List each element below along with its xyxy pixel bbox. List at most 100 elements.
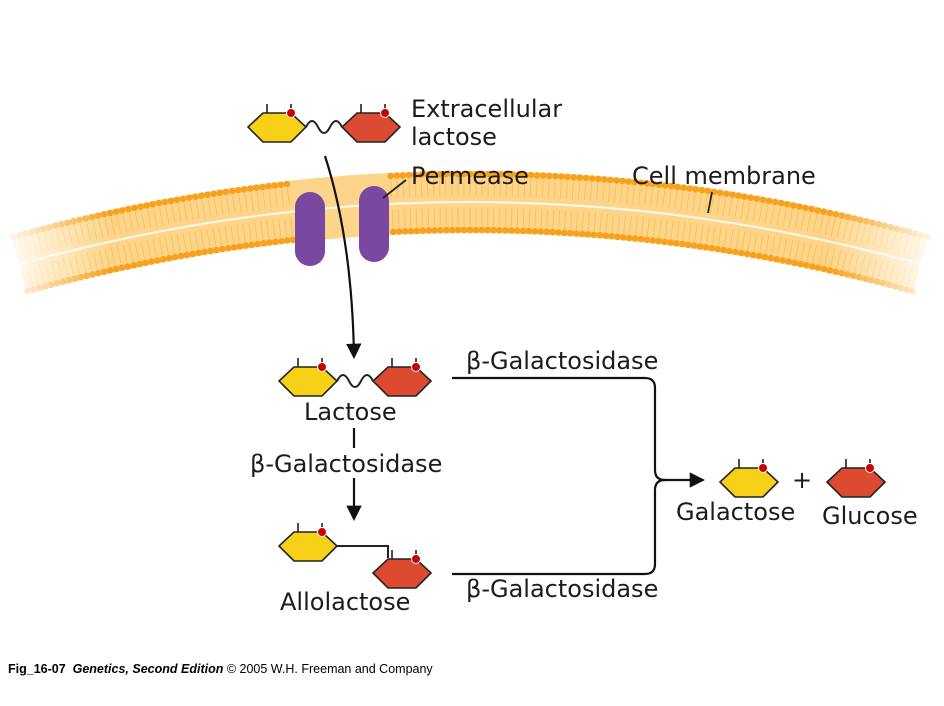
lipid-head [167,197,175,205]
lipid-tail [420,178,423,198]
lipid-tail [266,220,270,239]
lipid-tail [230,225,234,244]
lipid-tail [415,208,418,227]
lipid-tail [656,188,660,208]
lipid-tail [516,208,519,227]
lipid-head [578,230,586,238]
lipid-head [460,170,468,178]
lipid-head [248,241,256,249]
lipid-tail [200,229,205,248]
lipid-head [222,188,230,196]
lipid-head [720,246,727,254]
galactose-product-icon [718,459,780,498]
lipid-tail [662,189,666,208]
lipid-tail [759,233,764,252]
lipid-head [424,171,431,178]
lipid-tail [587,211,591,231]
lipid-tail [177,203,182,222]
lipid-head [643,236,651,244]
lipid-head [631,235,639,242]
lipid-tail [552,209,555,228]
lipid-tail [658,218,662,237]
plus-sign: + [792,466,812,494]
lipid-head [502,227,509,234]
lipid-head [588,175,596,182]
lipid-tail [171,204,176,224]
lipid-tail [783,238,788,257]
lipid-tail [581,211,585,230]
lipid-head [405,171,413,179]
lipid-head [472,170,480,178]
lipid-tail [734,199,739,218]
lipid-tail [593,212,597,231]
lipid-tail [623,214,626,234]
lipid-tail [782,208,787,227]
lipid-head [253,184,260,191]
allolactose-label: Allolactose [280,588,410,616]
lipid-head [735,192,742,199]
lipid-tail [528,208,531,227]
lipid-head [411,171,419,179]
lipid-tail [565,181,568,200]
lipid-head [741,193,748,200]
lipid-tail [680,191,684,210]
lipid-head [271,182,279,189]
cell-membrane-leader-line [707,191,713,214]
lipid-head [761,253,769,261]
glucose-label: Glucose [822,502,918,530]
lipid-head [714,245,721,253]
lipid-head [684,241,692,249]
lipid-head [555,229,562,236]
lipid-head [662,182,669,189]
lipid-head [594,175,602,183]
lipid-head [149,201,156,208]
lipid-head [136,260,143,268]
lipid-head [802,204,809,212]
lipid-head [643,180,651,187]
lipid-head [219,245,226,253]
lipid-tail [224,226,228,245]
lipid-head [753,195,761,203]
lipid-head [765,197,773,205]
lipid-head [448,170,456,178]
extracellular-label-line2: lactose [411,123,497,151]
lipid-head [508,227,515,234]
lipid-head [743,250,751,258]
lipid-head [808,205,815,213]
lipid-head [771,198,779,206]
lipid-tail [534,208,537,228]
lipid-head [201,248,208,256]
lipid-tail [602,183,605,202]
lipid-head [567,229,574,237]
lipid-head [619,177,626,185]
lipid-head [148,258,155,265]
lipid-tail [800,211,806,230]
lipid-tail [818,215,824,234]
lipid-tail [226,196,230,215]
lipid-head [777,199,785,207]
lipid-head [436,171,443,178]
lipid-tail [147,209,152,228]
lipid-tail [280,188,284,208]
lipid-head [437,227,444,234]
lipid-tail [682,221,686,240]
lipid-tail [571,181,574,200]
lipid-head [549,228,556,236]
lipid-tail [575,211,579,230]
lipid-head [519,227,527,235]
lipid-tail [207,198,212,217]
lipid-tail [698,194,702,213]
lipid-tail [694,223,698,242]
lipid-head [515,171,523,178]
lipid-tail [242,223,246,242]
lipid-head [390,228,397,236]
lipid-tail [777,237,782,256]
lipid-head [417,171,425,178]
lipid-head [820,208,828,215]
lipid-head [773,255,780,263]
lipid-tail [712,226,716,245]
lipid-head [590,231,598,239]
lipid-tail [812,214,818,233]
lipid-tail [122,244,128,263]
lipid-tail [510,208,513,227]
